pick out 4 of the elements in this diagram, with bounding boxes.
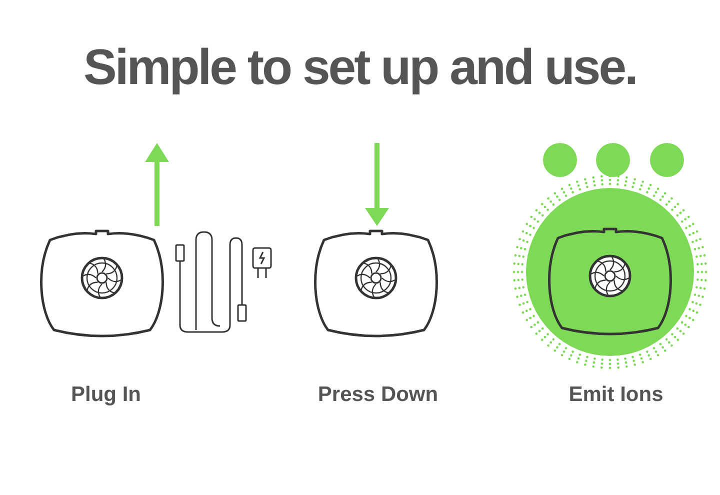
step-label: Press Down [316,383,440,407]
title: Simple to set up and use. [82,38,638,96]
step-label: Plug In [70,383,142,407]
step-label: Emit Ions [568,383,664,407]
